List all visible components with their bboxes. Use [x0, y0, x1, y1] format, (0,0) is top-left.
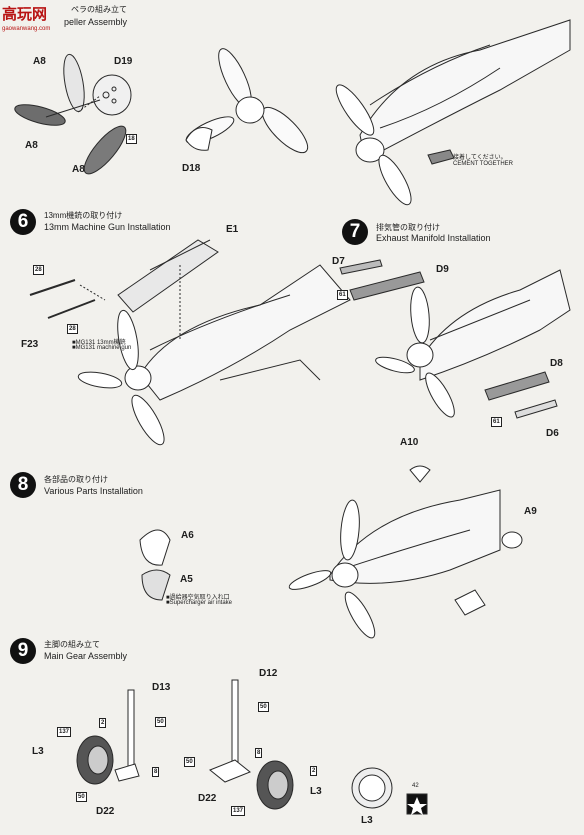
label-d22-right: D22: [198, 793, 217, 804]
label-d7: D7: [332, 256, 345, 267]
step6-title-en: 13mm Machine Gun Installation: [44, 222, 171, 232]
label-e1: E1: [226, 224, 239, 235]
label-d12: D12: [259, 668, 278, 679]
step9-title-en: Main Gear Assembly: [44, 651, 128, 661]
part-box-137a: 137: [57, 727, 72, 737]
label-l3-right: L3: [310, 786, 322, 797]
label-a5: A5: [180, 574, 193, 585]
part-box-18: 18: [126, 134, 137, 144]
part-box-28a: 28: [33, 265, 44, 275]
label-a8-mid: A8: [25, 140, 38, 151]
gear-left: [76, 689, 140, 785]
label-a10: A10: [400, 437, 419, 448]
fuselage-step5: [335, 19, 571, 206]
propeller-blade-top: [63, 53, 85, 113]
step5-title-jp: ペラの組み立て: [71, 5, 127, 14]
label-a8-top: A8: [33, 56, 46, 67]
step8-number: 8: [10, 472, 36, 498]
propeller-blade-left: [14, 104, 66, 126]
fuselage-step7: [375, 269, 571, 418]
gear-right: [209, 679, 294, 810]
note-mg131-en: ■MG131 machine gun: [72, 345, 132, 351]
part-box-8b: 8: [255, 748, 263, 758]
label-f23: F23: [21, 339, 39, 350]
label-d13: D13: [152, 682, 171, 693]
note-mg131-jp: ■MG131 13mm機銃: [72, 340, 126, 346]
note-cement-en: CEMENT TOGETHER: [453, 161, 514, 167]
step8-title-jp: 各部品の取り付け: [44, 475, 108, 484]
part-box-2b: 2: [310, 766, 318, 776]
watermark-logo: 高玩网: [2, 6, 48, 23]
label-d18: D18: [182, 163, 201, 174]
step7-title-en: Exhaust Manifold Installation: [376, 233, 491, 243]
step9-title-jp: 主脚の組み立て: [44, 640, 100, 649]
watermark-site: gaowanwang.com: [2, 26, 51, 32]
part-box-50d: 50: [184, 757, 195, 767]
label-l3-left: L3: [32, 746, 44, 757]
part-box-50a: 50: [155, 717, 166, 727]
wheel-detail: [351, 767, 393, 809]
propeller-blade-bottom: [83, 125, 127, 175]
step6-title-jp: 13mm機銃の取り付け: [44, 211, 123, 220]
note-intake-jp: ■過給器空気取り入れ口: [166, 595, 230, 601]
fuselage-step8: [288, 489, 501, 639]
part-box-50b: 50: [258, 702, 269, 712]
part-box-137b: 137: [231, 806, 246, 816]
step9-number: 9: [10, 638, 36, 664]
fuselage-step6: [77, 264, 351, 446]
part-box-50c: 50: [76, 792, 87, 802]
step5-title-en: peller Assembly: [64, 17, 128, 27]
label-d9: D9: [436, 264, 449, 275]
note-intake-en: ■Supercharger air intake: [166, 600, 232, 606]
step8-title-en: Various Parts Installation: [44, 486, 143, 496]
note-cement-jp: 接着してください。: [453, 155, 507, 161]
decal-number: 42: [412, 783, 419, 789]
propeller-assembled: [185, 48, 309, 154]
part-box-2a: 2: [99, 718, 107, 728]
label-d6: D6: [546, 428, 559, 439]
label-d22-left: D22: [96, 806, 115, 817]
part-box-8a: 8: [152, 767, 160, 777]
propeller-hub: [92, 74, 132, 116]
step6-number: 6: [10, 209, 36, 235]
label-d8: D8: [550, 358, 563, 369]
part-box-61a: 61: [337, 290, 348, 300]
part-box-28b: 28: [67, 324, 78, 334]
label-a9: A9: [524, 506, 537, 517]
label-l3-bottom: L3: [361, 815, 373, 826]
label-a8-bottom: A8: [72, 164, 85, 175]
label-d19: D19: [114, 56, 133, 67]
label-a6: A6: [181, 530, 194, 541]
step7-title-jp: 排気管の取り付け: [376, 223, 440, 232]
part-box-61b: 61: [491, 417, 502, 427]
step7-number: 7: [342, 219, 368, 245]
